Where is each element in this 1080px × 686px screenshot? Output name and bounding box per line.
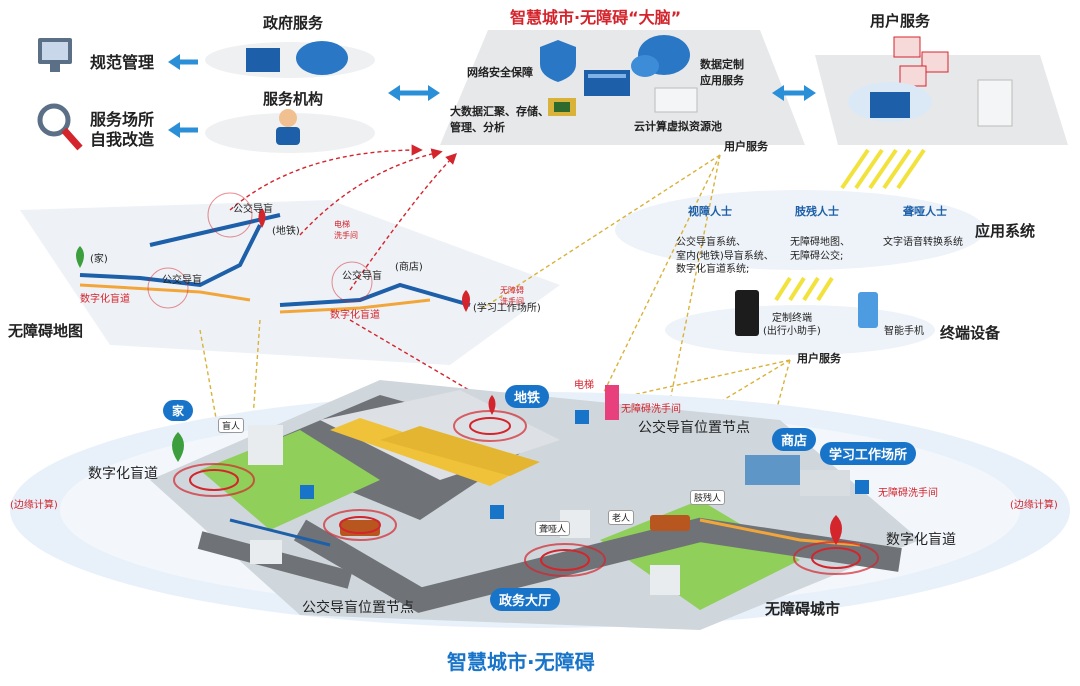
map-subway: (地铁): [272, 226, 300, 237]
map-home: (家): [90, 254, 108, 265]
devices-user-service: 用户服务: [797, 352, 841, 365]
city-gov-hall-pill: 政务大厅: [490, 588, 561, 611]
map-toilet: 无障碍 洗手间: [500, 286, 524, 306]
limb-disabled-label: 肢残人士: [795, 205, 839, 218]
venue-reform-line1: 服务场所: [90, 110, 155, 129]
rays-to-apps: [840, 148, 926, 190]
norm-management-label: 规范管理: [90, 53, 155, 72]
city-shop-pill: 商店: [772, 428, 817, 451]
city-bus-node-bottom: 公交导盲位置节点: [302, 600, 414, 616]
user-service-small: 用户服务: [724, 140, 768, 153]
signal-rings: [173, 410, 879, 577]
edge-compute-right: (边缘计算): [1010, 500, 1058, 511]
city-blind-tag: 盲人: [218, 418, 245, 433]
city-elder-tag: 老人: [608, 510, 635, 525]
city-workplace-pill: 学习工作场所: [820, 442, 917, 465]
map-bus-guide-3: 公交导盲: [342, 271, 382, 282]
gov-service-ellipse: [205, 42, 375, 78]
person-icon: [276, 109, 300, 145]
city-barrier-free-label: 无障碍城市: [765, 600, 841, 618]
bigdata-line2: 管理、分析: [450, 121, 505, 134]
map-shop: (商店): [395, 262, 423, 273]
cloud-icon: [631, 35, 690, 77]
city-elevator: 电梯: [574, 380, 594, 391]
devices-title: 终端设备: [940, 324, 1001, 342]
brain-title: 智慧城市·无障碍“大脑”: [510, 8, 682, 27]
server-icon: [584, 70, 630, 96]
footer-title: 智慧城市·无障碍: [447, 650, 595, 674]
city-bus-node-top: 公交导盲位置节点: [638, 420, 750, 436]
terminal-device-icon: [735, 290, 759, 336]
map-title: 无障碍地图: [8, 322, 84, 340]
map-workplace: (学习工作场所): [473, 303, 541, 314]
city-digital-path-right: 数字化盲道: [886, 532, 956, 548]
server-cloud-icon: [246, 41, 348, 75]
apps-title: 应用系统: [975, 222, 1036, 240]
visual-impaired-label: 视障人士: [688, 205, 732, 218]
city-toilet-1: 无障碍洗手间: [621, 404, 681, 415]
map-block: [20, 192, 560, 365]
map-bus-guide-1: 公交导盲: [233, 204, 273, 215]
chip-icon: [548, 98, 576, 116]
bigdata-line1: 大数据汇聚、存储、: [450, 105, 549, 118]
apps-ellipse: [615, 190, 985, 270]
data-custom-line1: 数据定制: [700, 58, 744, 71]
city-toilet-2: 无障碍洗手间: [878, 488, 938, 499]
shield-icon: [540, 40, 576, 82]
data-custom-line2: 应用服务: [700, 74, 744, 87]
gov-service-label: 政府服务: [263, 14, 324, 32]
city-scene: [150, 380, 920, 630]
map-digital-path: 数字化盲道: [80, 294, 130, 305]
terminal-line1: 定制终端: [772, 313, 812, 324]
rack-icon: [654, 87, 698, 113]
network-security-label: 网络安全保障: [467, 66, 533, 79]
city-subway-pill: 地铁: [505, 385, 550, 408]
smartphone-icon: [858, 292, 878, 328]
visual-desc: 公交导盲系统、 室内(地铁)导盲系统、 数字化盲道系统;: [676, 237, 774, 275]
rays-to-devices: [774, 276, 834, 302]
city-digital-path-left: 数字化盲道: [88, 466, 158, 482]
city-deaf-tag: 聋哑人: [535, 521, 571, 536]
service-agency-label: 服务机构: [263, 90, 324, 108]
map-bus-guide-2: 公交导盲: [162, 275, 202, 286]
map-elevator: 电梯 洗手间: [334, 220, 358, 240]
hearing-desc: 文字语音转换系统: [883, 237, 963, 248]
double-arrow-left: [388, 85, 440, 101]
pins: [172, 395, 842, 545]
terminal-line2: (出行小助手): [763, 326, 821, 337]
monitor-icon: [38, 38, 72, 72]
cloud-pool-label: 云计算虚拟资源池: [634, 120, 722, 133]
left-arrow-2: [168, 122, 198, 138]
magnifier-icon: [37, 103, 83, 151]
map-digital-path-2: 数字化盲道: [330, 310, 380, 321]
double-arrow-right: [772, 85, 816, 101]
city-disabled-tag: 肢残人: [690, 490, 726, 505]
table-icon: [893, 36, 949, 87]
left-arrow-1: [168, 54, 198, 70]
city-home-pill: 家: [163, 400, 194, 421]
venue-reform-line2: 自我改造: [90, 130, 155, 149]
edge-compute-left: (边缘计算): [10, 500, 58, 511]
user-service-header: 用户服务: [870, 12, 931, 30]
phone-label: 智能手机: [884, 326, 924, 337]
limb-desc: 无障碍地图、 无障碍公交;: [790, 237, 850, 262]
storage-icon: [977, 79, 1013, 127]
server-icon-2: [870, 92, 910, 118]
hearing-impaired-label: 聋哑人士: [903, 205, 947, 218]
